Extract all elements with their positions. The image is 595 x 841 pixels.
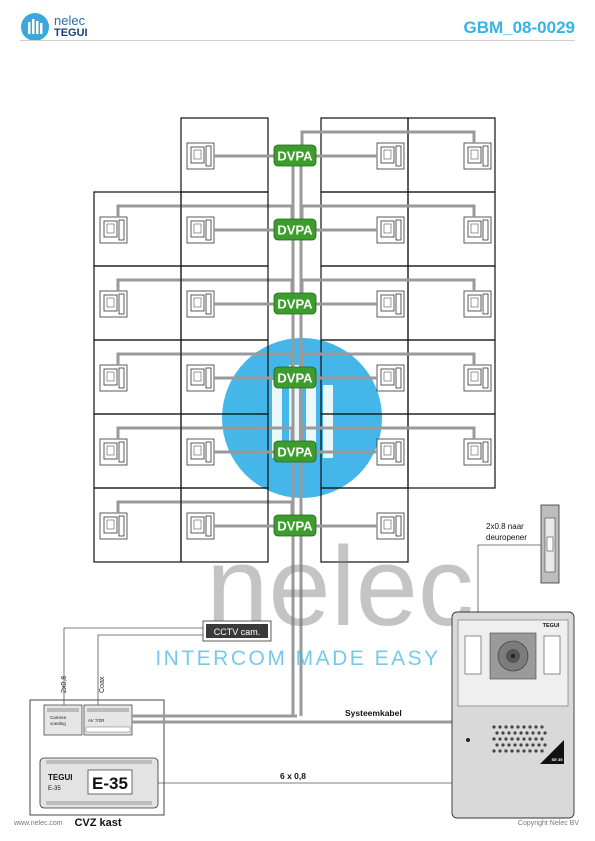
dvpa-5: DVPA [273, 440, 317, 463]
apartment-1-right-1 [305, 117, 409, 193]
indicator-led [466, 738, 470, 742]
intercom-monitor-icon [463, 364, 492, 392]
cctv-camera: CCTV cam. [202, 620, 272, 642]
brand-sub: TEGUI [54, 27, 88, 39]
brand-name: nelec [54, 13, 86, 28]
intercom-monitor-icon [186, 142, 215, 170]
intercom-monitor-icon [186, 438, 215, 466]
intercom-monitor-icon [463, 438, 492, 466]
av-module-label: AV 7/2R [88, 718, 105, 723]
brand-logo: nelec TEGUI [20, 12, 88, 47]
intercom-monitor-icon [99, 290, 128, 318]
outdoor-panel: TEGUI SE 35 [451, 611, 575, 819]
dvpa-label: DVPA [277, 445, 313, 460]
intercom-monitor-icon [99, 512, 128, 540]
riser-cables [291, 155, 303, 716]
dvpa-2: DVPA [273, 218, 317, 241]
system-cable-lines [132, 714, 452, 724]
intercom-monitor-icon [99, 438, 128, 466]
wire-6x08-label: 6 x 0,8 [280, 771, 306, 781]
apartment-2-right-1 [305, 191, 409, 267]
panel-brand: TEGUI [543, 623, 560, 629]
intercom-monitor-icon [376, 142, 405, 170]
dvpa-label: DVPA [277, 223, 313, 238]
coax-label: Coax [99, 676, 106, 693]
door-opener: 2x0.8 naar deuropener [477, 504, 560, 612]
wire-2x08-label: 2x0,8 [61, 676, 68, 693]
intercom-monitor-icon [99, 364, 128, 392]
intercom-monitor-icon [463, 142, 492, 170]
cvz-label: CVZ kast [74, 817, 121, 829]
dvpa-label: DVPA [277, 371, 313, 386]
nelec-logo-icon [21, 13, 49, 41]
door-opener-label: 2x0.8 naar [486, 522, 524, 531]
footer-copyright: Copyright Nelec BV [517, 820, 579, 827]
intercom-monitor-icon [463, 216, 492, 244]
dvpa-4: DVPA [273, 366, 317, 389]
cvz-cabinet: Camera voeding AV 7/2R TEGUI E-35 E-35 C… [29, 699, 165, 829]
psu-brand: TEGUI [48, 773, 72, 782]
psu-big-label: E-35 [92, 774, 128, 793]
intercom-monitor-icon [376, 364, 405, 392]
apartment-3-right-1 [305, 265, 409, 341]
dvpa-label: DVPA [277, 519, 313, 534]
panel-tag: SE 35 [552, 757, 564, 762]
apartment-1-left-2 [180, 117, 289, 193]
dvpa-3: DVPA [273, 292, 317, 315]
dvpa-1: DVPA [273, 144, 317, 167]
intercom-monitor-icon [186, 216, 215, 244]
door-opener-label-2: deuropener [486, 533, 527, 542]
cctv-label: CCTV cam. [214, 627, 261, 637]
apartment-6-right-1 [305, 487, 409, 563]
intercom-monitor-icon [186, 364, 215, 392]
cabinet-wiring [63, 627, 203, 705]
dvpa-label: DVPA [277, 297, 313, 312]
system-cable-label: Systeemkabel [345, 708, 402, 718]
panel-corner-badge [540, 740, 564, 764]
intercom-monitor-icon [376, 216, 405, 244]
camera-supply-label: Camera [50, 715, 67, 720]
watermark-tagline: INTERCOM MADE EASY [155, 647, 440, 670]
footer-website: www.nelec.com [14, 820, 63, 827]
psu-model: E-35 [48, 786, 61, 792]
apartment-3-left-2 [180, 265, 289, 341]
intercom-monitor-icon [463, 290, 492, 318]
dvpa-label: DVPA [277, 149, 313, 164]
intercom-monitor-icon [376, 438, 405, 466]
document-code: GBM_08-0029 [463, 18, 575, 37]
intercom-monitor-icon [186, 290, 215, 318]
distributors: DVPA DVPA DVPA DVPA DVPA DVPA [273, 144, 317, 537]
header-divider [20, 40, 575, 41]
camera-supply-label-2: voeding [50, 721, 66, 726]
intercom-monitor-icon [376, 290, 405, 318]
apartment-2-left-2 [180, 191, 289, 267]
intercom-monitor-icon [99, 216, 128, 244]
speaker-grille [492, 725, 547, 753]
dvpa-6: DVPA [273, 514, 317, 537]
